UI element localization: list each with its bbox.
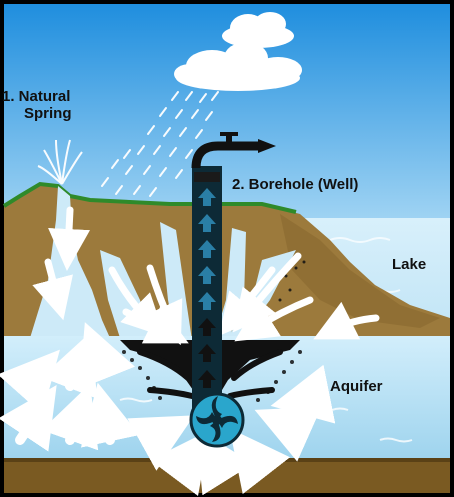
pump-impeller-icon [189,392,245,448]
natural-spring-label-line2: Spring [24,105,72,122]
natural-spring-label: 1. Natural Spring [2,88,72,122]
spring-fountain [37,139,83,185]
pipe-flow-arrows [198,188,216,310]
drawdown-flow [137,349,283,399]
natural-spring-label-line1: 1. Natural [2,88,71,105]
lake-label: Lake [392,256,427,273]
rain-icon [101,91,219,197]
soil-speckle [280,214,440,328]
flow-arrow-icon [32,206,380,346]
well-head [194,172,220,182]
cloud-icon [174,42,302,91]
aquifer-label: Aquifer [330,378,383,395]
grass [2,181,297,214]
tap-icon [191,132,276,169]
aquifer-flow-arrow-icon [0,322,336,496]
bedrock-layer [4,458,450,493]
borehole-label: 2. Borehole (Well) [232,176,359,193]
cloud-icon [222,12,294,48]
pipe-flow-arrows-lower [198,318,216,388]
bedrock-edge [4,458,450,462]
